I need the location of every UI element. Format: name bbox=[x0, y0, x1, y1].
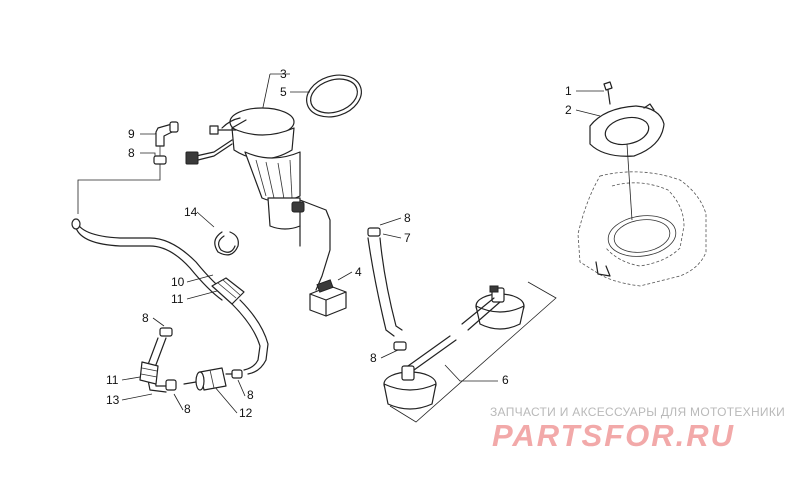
callout-14: 14 bbox=[184, 205, 198, 219]
hose-clamp-icon bbox=[165, 379, 177, 391]
callout-7: 7 bbox=[404, 231, 411, 245]
fuel-pump-assembly bbox=[185, 107, 331, 291]
hose-clamp-icon bbox=[367, 227, 381, 237]
tank-mounting-ring bbox=[589, 81, 665, 157]
leader-lines bbox=[121, 73, 604, 414]
callout-8-top-left: 8 bbox=[128, 146, 135, 160]
callout-12: 12 bbox=[239, 406, 253, 420]
callout-11-bottom: 11 bbox=[106, 373, 119, 387]
callout-9: 9 bbox=[128, 127, 135, 141]
callout-8-hose-top: 8 bbox=[404, 211, 411, 225]
callout-8-filter-right: 8 bbox=[247, 388, 254, 402]
callout-13: 13 bbox=[106, 393, 120, 407]
callout-8-filter-left: 8 bbox=[184, 402, 191, 416]
protective-sleeve bbox=[139, 361, 159, 385]
callout-8-hose-bottom: 8 bbox=[370, 351, 377, 365]
callout-1: 1 bbox=[565, 84, 572, 98]
elbow-fitting bbox=[153, 121, 179, 165]
hose-routing-line bbox=[77, 164, 161, 214]
fuel-filter bbox=[165, 367, 243, 391]
fuel-hose-main bbox=[71, 218, 269, 375]
watermark-caption: ЗАПЧАСТИ И АКСЕССУАРЫ ДЛЯ МОТОТЕХНИКИ bbox=[490, 405, 786, 419]
fuel-tank-outline bbox=[577, 143, 707, 287]
pump-connector bbox=[309, 279, 347, 317]
callout-labels: 1 2 3 4 5 6 7 8 8 8 8 8 8 9 10 11 11 12 … bbox=[106, 67, 572, 420]
callout-2: 2 bbox=[565, 103, 572, 117]
callout-8-left-clamp: 8 bbox=[142, 311, 149, 325]
vent-hose bbox=[367, 227, 407, 351]
pickup-valve-assembly bbox=[383, 281, 557, 423]
callout-11-top: 11 bbox=[171, 292, 184, 306]
hose-clamp-icon bbox=[153, 155, 167, 165]
hose-clamp-icon bbox=[393, 341, 407, 351]
hose-clamp-icon bbox=[159, 327, 173, 337]
callout-6: 6 bbox=[502, 373, 509, 387]
watermark-logo: PARTSFOR.RU bbox=[492, 418, 736, 453]
callout-4: 4 bbox=[355, 265, 362, 279]
callout-5: 5 bbox=[280, 85, 287, 99]
o-ring bbox=[306, 74, 362, 118]
hose-clip bbox=[214, 231, 239, 256]
hose-clamp-icon bbox=[231, 369, 243, 379]
callout-10: 10 bbox=[171, 275, 185, 289]
fuel-hose-lower bbox=[139, 327, 173, 393]
